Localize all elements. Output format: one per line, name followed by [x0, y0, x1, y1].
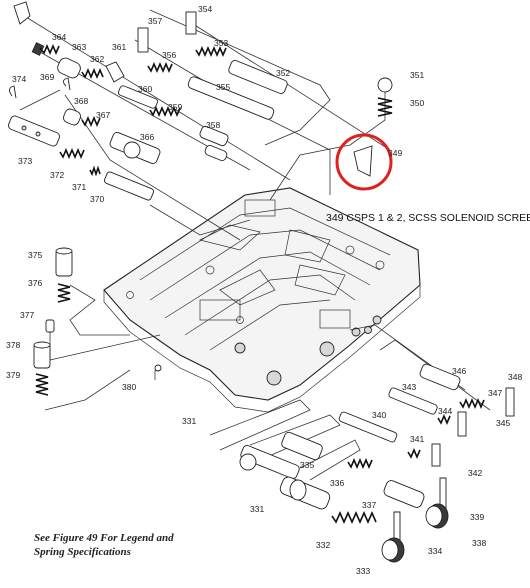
figure-note: See Figure 49 For Legend and Spring Spec…	[34, 531, 234, 559]
label-334: 334	[428, 546, 442, 556]
label-351: 351	[410, 70, 424, 80]
label-368: 368	[74, 96, 88, 106]
label-366: 366	[140, 132, 154, 142]
upper-middle-parts	[137, 11, 288, 161]
valve-body-casting	[103, 187, 421, 413]
label-358: 358	[206, 120, 220, 130]
label-354: 354	[198, 4, 212, 14]
label-338: 338	[472, 538, 486, 548]
left-column-parts	[33, 247, 162, 396]
label-342: 342	[468, 468, 482, 478]
label-336: 336	[330, 478, 344, 488]
label-339: 339	[470, 512, 484, 522]
label-355: 355	[216, 82, 230, 92]
label-359: 359	[168, 102, 182, 112]
label-376: 376	[28, 278, 42, 288]
label-352: 352	[276, 68, 290, 78]
bottom-parts	[239, 431, 449, 563]
highlight-circle	[335, 133, 393, 191]
label-362: 362	[90, 54, 104, 64]
label-340: 340	[372, 410, 386, 420]
part-349-screen	[353, 145, 373, 177]
label-364: 364	[52, 32, 66, 42]
label-335: 335	[300, 460, 314, 470]
label-356: 356	[162, 50, 176, 60]
callout-349: 349 CSPS 1 & 2, SCSS SOLENOID SCREEN.	[326, 212, 530, 224]
label-379: 379	[6, 370, 20, 380]
label-370: 370	[90, 194, 104, 204]
label-377: 377	[20, 310, 34, 320]
part-365	[13, 1, 31, 25]
label-369: 369	[40, 72, 54, 82]
label-348: 348	[508, 372, 522, 382]
label-367: 367	[96, 110, 110, 120]
label-343: 343	[402, 382, 416, 392]
label-331: 331	[250, 504, 264, 514]
label-353: 353	[214, 38, 228, 48]
label-374: 374	[12, 74, 26, 84]
label-360: 360	[138, 84, 152, 94]
label-373: 373	[18, 156, 32, 166]
label-372: 372	[50, 170, 64, 180]
label-346: 346	[452, 366, 466, 376]
label-345: 345	[496, 418, 510, 428]
label-363: 363	[72, 42, 86, 52]
label-350: 350	[410, 98, 424, 108]
label-378: 378	[6, 340, 20, 350]
label-341: 341	[410, 434, 424, 444]
label-375: 375	[28, 250, 42, 260]
upper-left-parts	[8, 1, 161, 201]
upper-right-parts	[335, 77, 393, 191]
lower-right-parts	[338, 363, 515, 467]
label-380: 380	[122, 382, 136, 392]
label-347: 347	[488, 388, 502, 398]
label-333: 333	[356, 566, 370, 576]
note-line-1: See Figure 49 For Legend and	[34, 532, 174, 544]
label-361: 361	[112, 42, 126, 52]
label-330: 331	[182, 416, 196, 426]
label-332: 332	[316, 540, 330, 550]
part-number-labels: 354 357 364 353 361 363 356 362 352 351 …	[6, 4, 522, 576]
label-337: 337	[362, 500, 376, 510]
label-344: 344	[438, 406, 452, 416]
label-371: 371	[72, 182, 86, 192]
note-line-2: Spring Specifications	[34, 546, 131, 558]
label-357: 357	[148, 16, 162, 26]
label-349: 349	[388, 148, 402, 158]
